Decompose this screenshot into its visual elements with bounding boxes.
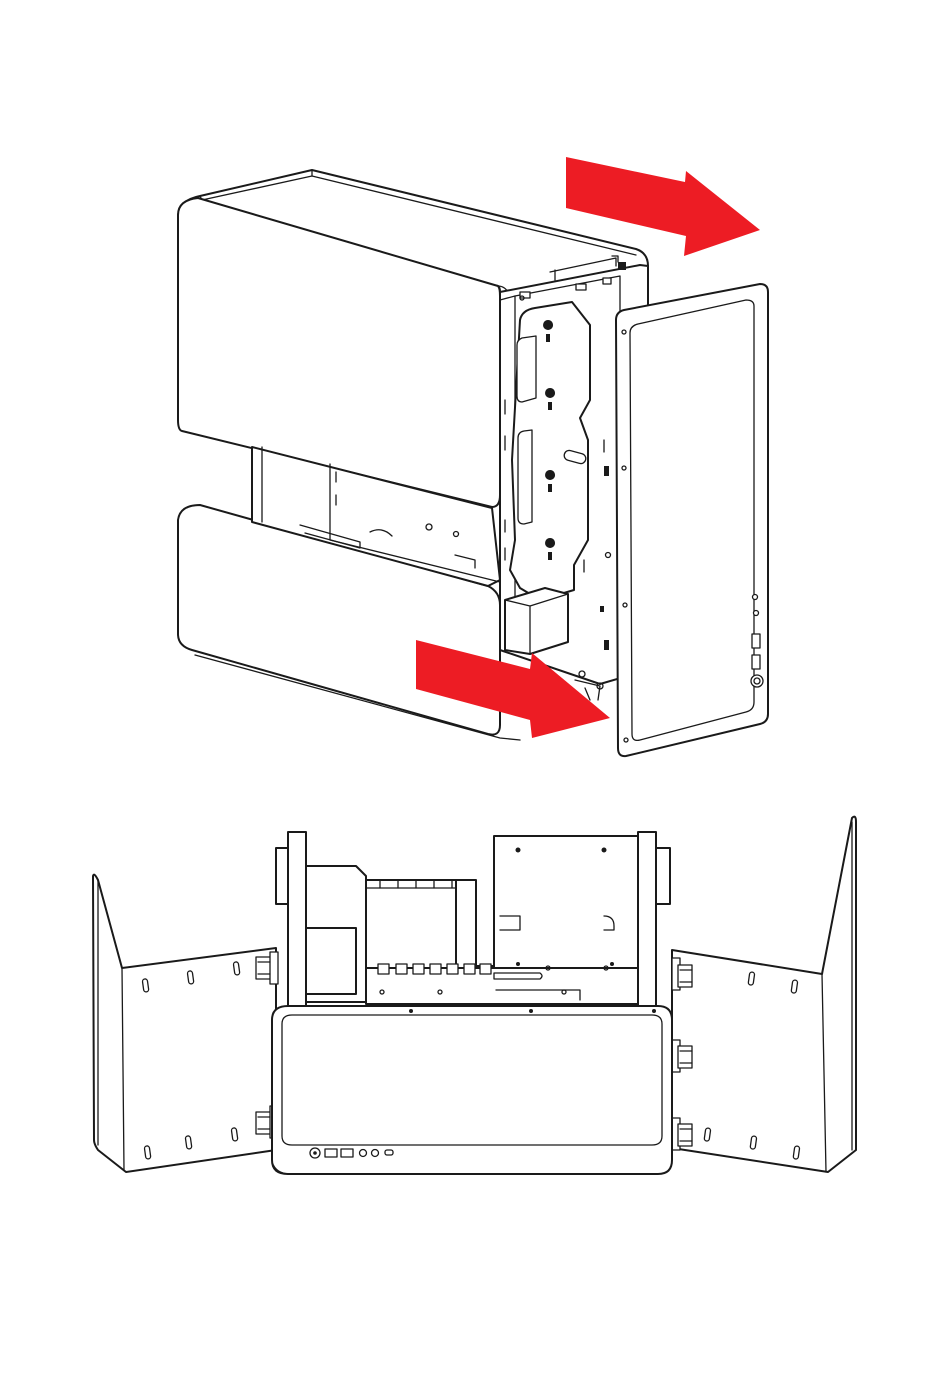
usb-port-icon	[341, 1149, 353, 1157]
left-side-panel-open	[93, 875, 278, 1172]
right-side-panel-open	[672, 817, 856, 1172]
audio-jack-icon	[360, 1150, 367, 1157]
audio-jack-icon	[372, 1150, 379, 1157]
figure-front-panel-removal	[178, 157, 768, 756]
usb-port-icon	[325, 1149, 337, 1157]
front-panel-face	[272, 1006, 672, 1174]
hinge-icon	[256, 952, 278, 984]
usb-port-icon	[752, 634, 760, 648]
front-panel-detached	[616, 284, 768, 756]
usb-port-icon	[752, 655, 760, 669]
case-interior-top-view	[276, 832, 670, 1012]
audio-jack-icon	[754, 611, 759, 616]
audio-jack-icon	[753, 595, 758, 600]
figure-side-panels-opened	[93, 817, 856, 1174]
power-button-icon	[751, 675, 763, 687]
